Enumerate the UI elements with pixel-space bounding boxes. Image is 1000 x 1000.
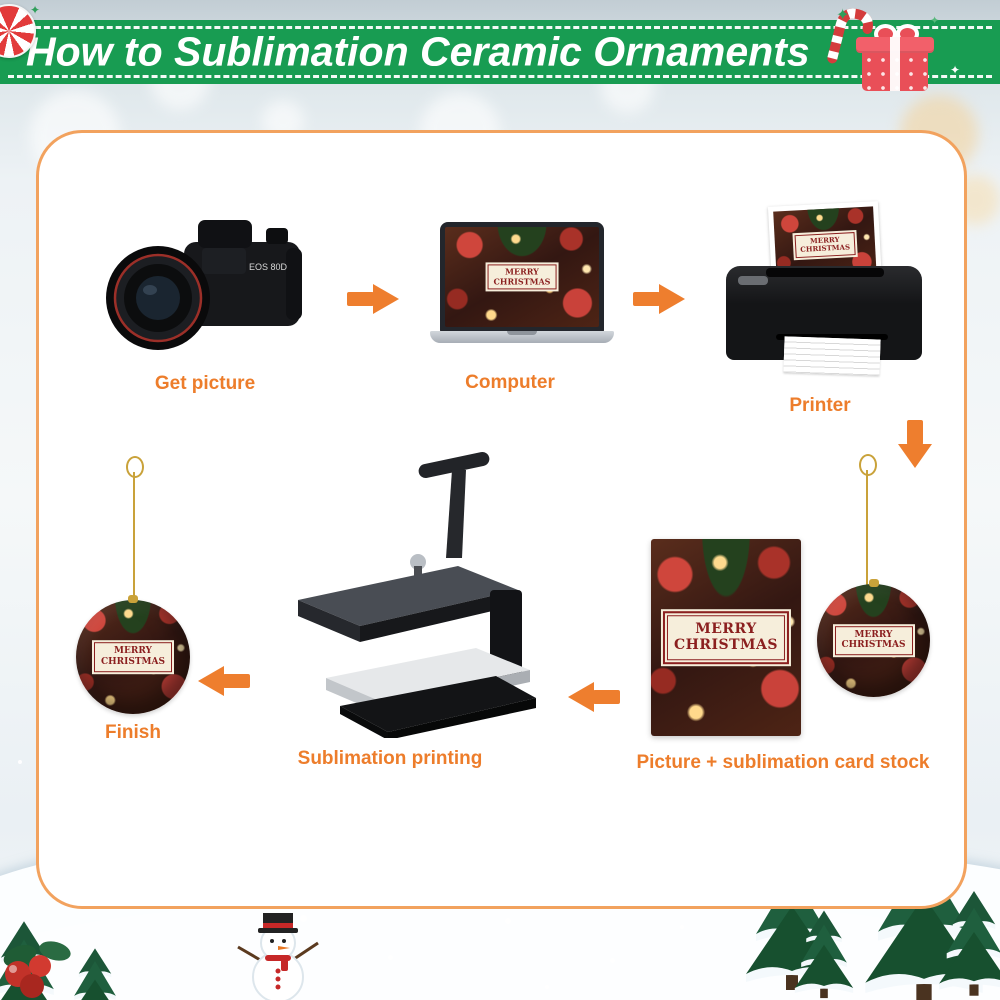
- snowflake: [505, 918, 511, 924]
- arrow-right-icon: [347, 284, 399, 314]
- sparkle-icon: ✦: [30, 3, 41, 17]
- christmas-wallpaper: MERRY CHRISTMAS: [445, 227, 599, 327]
- computer-image: MERRY CHRISTMAS: [430, 222, 614, 343]
- snowflake: [610, 958, 615, 963]
- string-loop: [859, 454, 877, 476]
- arrow-down-icon: [898, 420, 932, 468]
- snowflake: [545, 985, 549, 989]
- sign-line2: CHRISTMAS: [800, 242, 851, 255]
- gift-ribbon: [890, 37, 900, 91]
- sign-line2: CHRISTMAS: [493, 276, 551, 286]
- sparkle-icon: ✦: [950, 63, 961, 77]
- laptop-screen: MERRY CHRISTMAS: [440, 222, 604, 332]
- step-label-computer: Computer: [465, 372, 555, 393]
- merry-christmas-sign: MERRY CHRISTMAS: [94, 642, 172, 672]
- printer-image: MERRY CHRISTMAS: [726, 201, 922, 376]
- snowman: [237, 913, 319, 1000]
- snowflake: [388, 955, 393, 960]
- step-label-card-stock: Picture + sublimation card stock: [636, 752, 930, 773]
- camera-model-text: EOS 80D: [249, 262, 288, 272]
- camera-image: EOS 80D: [106, 220, 302, 350]
- arrow-right-icon: [633, 284, 685, 314]
- sparkle-icon: ✦: [930, 15, 940, 27]
- snowflake: [18, 760, 22, 764]
- ornament-blank-image: MERRY CHRISTMAS: [817, 584, 930, 697]
- laptop-base: [430, 331, 614, 343]
- sign-line1: MERRY: [114, 646, 152, 657]
- step-label-sublimation-printing: Sublimation printing: [297, 748, 483, 769]
- step-label-get-picture: Get picture: [154, 373, 256, 394]
- sign-line2: CHRISTMAS: [673, 637, 779, 654]
- step-label-printer: Printer: [789, 395, 851, 416]
- gift-icon: [856, 24, 936, 94]
- arrow-left-icon: [568, 682, 620, 712]
- ornament-string: [859, 454, 877, 588]
- printer-feed-slot: [766, 268, 884, 277]
- merry-christmas-sign: MERRY CHRISTMAS: [794, 232, 856, 258]
- sign-line2: CHRISTMAS: [101, 657, 165, 667]
- holly-berries: [3, 941, 71, 998]
- sign-line2: CHRISTMAS: [841, 640, 906, 651]
- printer-output-paper: [783, 336, 881, 376]
- arrow-left-icon: [198, 666, 250, 696]
- ornament-string: [126, 456, 144, 602]
- string-loop: [126, 456, 144, 478]
- pine-tree: [936, 888, 1000, 998]
- banner-dash-bottom: [8, 75, 992, 78]
- heat-press-image: [298, 451, 536, 738]
- candy-cane-icon: [827, 8, 873, 64]
- sparkle-icon: ✦: [836, 7, 850, 24]
- page-title: How to Sublimation Ceramic Ornaments: [26, 28, 810, 75]
- snowflake: [680, 925, 684, 929]
- sign-line1: MERRY: [505, 266, 539, 277]
- merry-christmas-sign: MERRY CHRISTMAS: [662, 610, 790, 665]
- step-label-finish: Finish: [105, 722, 161, 743]
- printer-button: [738, 276, 768, 285]
- card-stock-image: MERRY CHRISTMAS: [651, 539, 801, 736]
- merry-christmas-sign: MERRY CHRISTMAS: [487, 264, 557, 290]
- merry-christmas-sign: MERRY CHRISTMAS: [834, 625, 913, 656]
- snowflake: [300, 915, 307, 922]
- banner-dash-top: [8, 26, 992, 29]
- pine-tree: [792, 908, 856, 1000]
- sign-line1: MERRY: [854, 629, 893, 640]
- sign-line1: MERRY: [695, 620, 757, 637]
- finished-ornament-image: MERRY CHRISTMAS: [76, 600, 190, 714]
